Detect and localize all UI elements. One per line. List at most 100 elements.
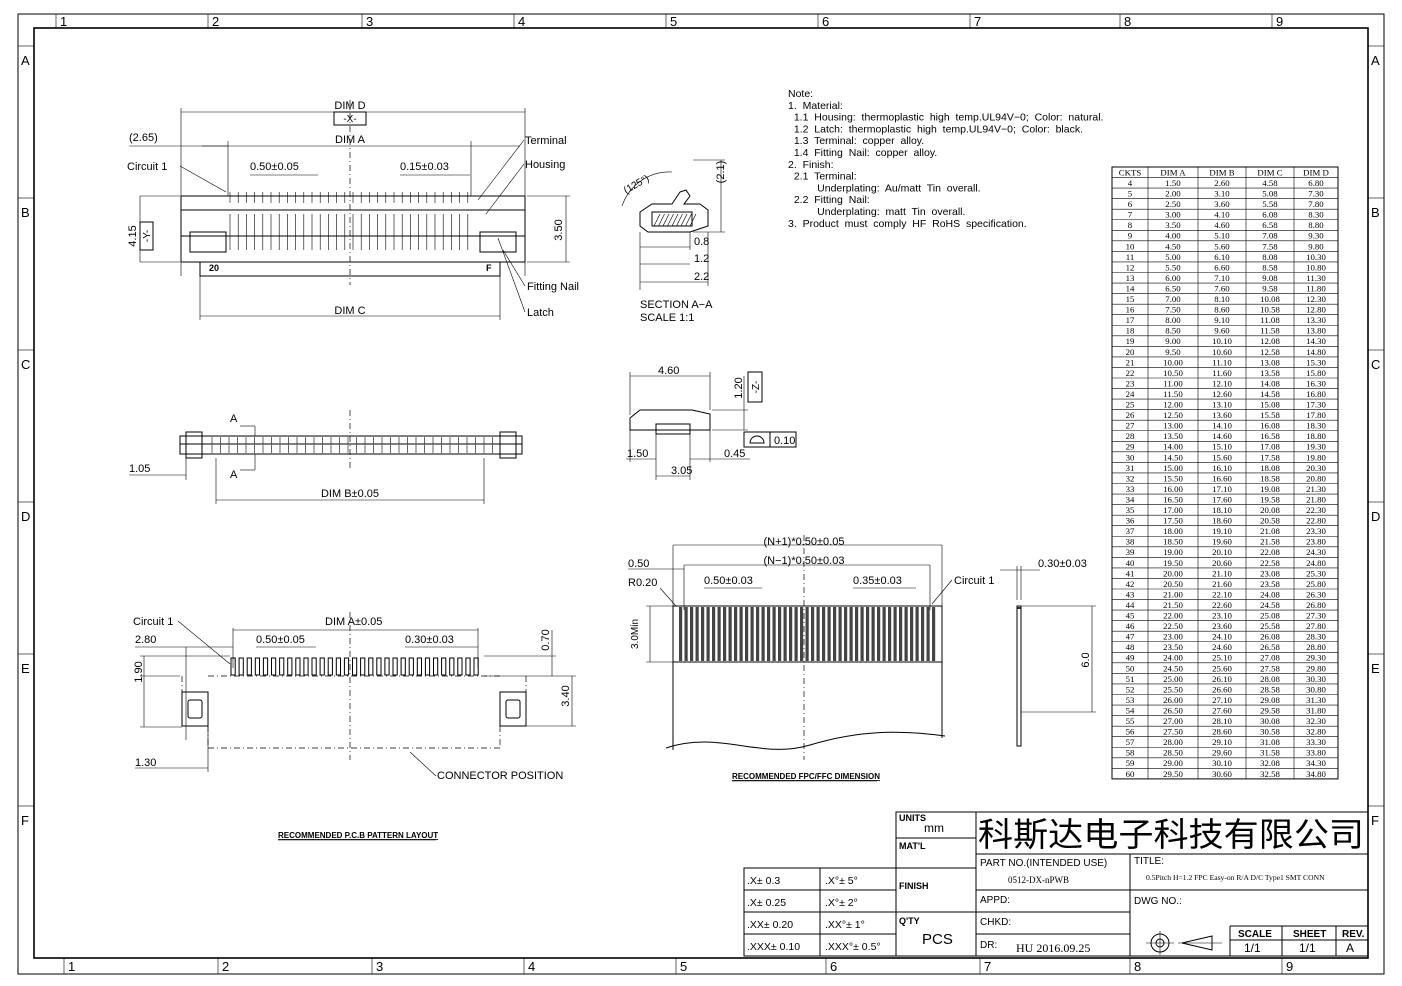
tolerance-linear: .XX± 0.20 <box>747 919 793 931</box>
table-cell: 26.80 <box>1306 600 1326 610</box>
table-cell: 24.60 <box>1212 642 1232 652</box>
table-cell: 16.60 <box>1212 473 1232 483</box>
table-cell: 13 <box>1126 273 1135 283</box>
table-cell: 8.58 <box>1262 262 1278 272</box>
table-cell: 18.58 <box>1260 473 1280 483</box>
table-cell: 11 <box>1126 252 1134 262</box>
zone-row-right: A <box>1371 53 1380 68</box>
table-cell: 23.50 <box>1163 642 1183 652</box>
table-cell: 25.30 <box>1306 568 1326 578</box>
table-cell: 24.80 <box>1306 558 1326 568</box>
rev-value: A <box>1346 941 1354 955</box>
title-label: TITLE: <box>1134 856 1164 867</box>
zone-row-left: A <box>21 53 30 68</box>
latch-callout: Latch <box>527 307 554 319</box>
table-cell: 29.00 <box>1163 758 1183 768</box>
table-cell: 12.00 <box>1163 400 1183 410</box>
tolerance-linear: .X± 0.3 <box>747 875 780 887</box>
table-cell: 59 <box>1126 758 1135 768</box>
table-cell: 23.80 <box>1306 537 1326 547</box>
qty-label: Q'TY <box>899 916 920 926</box>
table-cell: 13.00 <box>1163 421 1183 431</box>
table-cell: 25.50 <box>1163 684 1183 694</box>
fpc-r020: R0.20 <box>628 577 657 589</box>
zone-col-top: 2 <box>212 14 219 29</box>
table-cell: 15.50 <box>1163 473 1183 483</box>
top-view: DIM D -X- DIM A (2.65) Circuit 1 0.50±0.… <box>127 100 579 320</box>
zone-row-left: B <box>21 205 30 220</box>
table-cell: 14.60 <box>1212 431 1232 441</box>
table-cell: 15.00 <box>1163 463 1183 473</box>
table-cell: 22.10 <box>1212 589 1232 599</box>
table-cell: 26.30 <box>1306 589 1326 599</box>
terminal-width-label: 0.15±0.03 <box>400 161 449 173</box>
table-cell: 27.58 <box>1260 663 1280 673</box>
table-cell: 5.08 <box>1262 189 1278 199</box>
title-block: .X± 0.3.X± 0.25.XX± 0.20.XXX± 0.10.X°± 5… <box>743 811 1369 957</box>
table-cell: 58 <box>1126 748 1135 758</box>
table-cell: 10.10 <box>1212 336 1232 346</box>
table-cell: 8.00 <box>1165 315 1181 325</box>
dim-105: 1.05 <box>129 463 150 475</box>
table-cell: 35 <box>1126 505 1135 515</box>
table-cell: 20.08 <box>1260 505 1280 515</box>
table-cell: 17.10 <box>1212 484 1232 494</box>
table-cell: 26.08 <box>1260 632 1280 642</box>
table-cell: 46 <box>1126 621 1135 631</box>
fpc-title: RECOMMENDED FPC/FFC DIMENSION <box>732 772 880 781</box>
tolerance-linear: .X± 0.25 <box>747 897 786 909</box>
table-cell: 34 <box>1126 494 1135 504</box>
table-cell: 9 <box>1128 231 1133 241</box>
table-cell: 19.50 <box>1163 558 1183 568</box>
table-cell: 11.50 <box>1163 389 1183 399</box>
table-cell: 3.60 <box>1214 199 1230 209</box>
zone-row-right: C <box>1371 357 1380 372</box>
table-cell: 33.30 <box>1306 737 1326 747</box>
table-cell: 29.80 <box>1306 663 1326 673</box>
table-cell: 56 <box>1126 727 1135 737</box>
table-cell: 19.60 <box>1212 537 1232 547</box>
fpc-dim-60: 6.0 <box>1080 652 1092 667</box>
pcb-dim-340: 3.40 <box>560 685 572 706</box>
table-cell: 51 <box>1126 674 1135 684</box>
dim-12: 1.2 <box>694 253 709 265</box>
table-cell: 11.00 <box>1163 378 1183 388</box>
table-cell: 19.30 <box>1306 442 1326 452</box>
dim-460: 4.60 <box>658 365 679 377</box>
table-cell: 1.50 <box>1165 178 1181 188</box>
table-cell: 25.10 <box>1212 653 1232 663</box>
title-value: 0.5Pitch H=1.2 FPC Easy-on R/A D/C Type1… <box>1146 873 1325 882</box>
pcb-dim-130: 1.30 <box>135 757 156 769</box>
table-cell: 25 <box>1126 400 1135 410</box>
table-cell: 4.10 <box>1214 210 1230 220</box>
table-cell: 13.58 <box>1260 368 1280 378</box>
zone-col-bottom: 3 <box>376 959 383 974</box>
table-cell: 11.58 <box>1260 326 1280 336</box>
table-cell: 9.10 <box>1214 315 1230 325</box>
table-cell: 22.60 <box>1212 600 1232 610</box>
table-cell: 16.10 <box>1212 463 1232 473</box>
table-cell: 5 <box>1128 189 1133 199</box>
qty-value: PCS <box>922 931 953 948</box>
table-cell: 26.00 <box>1163 695 1183 705</box>
terminal-callout: Terminal <box>525 135 567 147</box>
table-cell: 7.08 <box>1262 231 1278 241</box>
height-21: (2.1) <box>715 161 727 184</box>
table-cell: 32 <box>1126 473 1135 483</box>
table-cell: 9.30 <box>1308 231 1324 241</box>
table-cell: 9.80 <box>1308 241 1324 251</box>
table-cell: 32.80 <box>1306 727 1326 737</box>
table-cell: 5.58 <box>1262 199 1278 209</box>
table-cell: 16.50 <box>1163 494 1183 504</box>
section-title: SECTION A−A <box>640 299 713 311</box>
zone-col-top: 4 <box>518 14 525 29</box>
table-cell: 28.60 <box>1212 727 1232 737</box>
table-cell: 10.80 <box>1306 262 1326 272</box>
sheet-value: 1/1 <box>1299 941 1316 955</box>
table-cell: 18.60 <box>1212 516 1232 526</box>
table-cell: 24.58 <box>1260 600 1280 610</box>
dim-150: 1.50 <box>627 448 648 460</box>
table-cell: 10 <box>1126 241 1135 251</box>
checked-label: CHKD: <box>980 917 1011 928</box>
projection-symbol-icon <box>1146 931 1222 955</box>
